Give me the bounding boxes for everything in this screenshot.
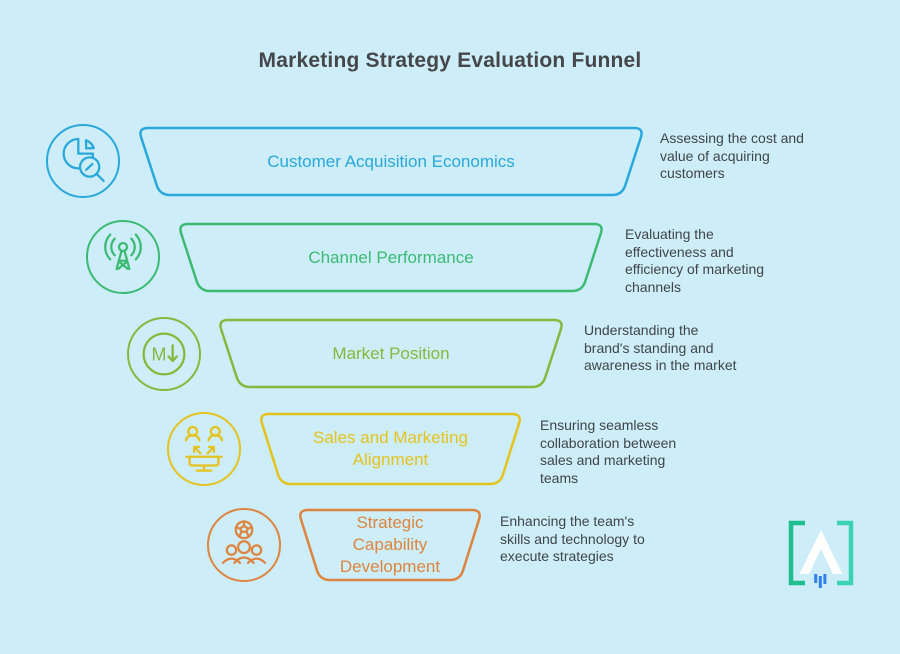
logo-bracket-left [788,520,805,586]
stage-4-description: Ensuring seamless collaboration between … [540,417,677,486]
stage-3-icon-circle: M [127,317,201,391]
stage-5-description: Enhancing the team's skills and technolo… [500,513,645,564]
stage-2-description: Evaluating the effectiveness and efficie… [625,226,765,295]
page-title: Marketing Strategy Evaluation Funnel [258,49,642,72]
stage-5-icon-circle [207,508,281,582]
stage-3-funnel-shape [219,318,563,389]
stage-2-funnel-shape [179,222,603,293]
people-monitor-arrows-icon [184,425,224,472]
stage-4-funnel-shape [260,412,521,486]
stage-1-title: Customer Acquisition Economics [267,151,515,171]
stage-1-icon-circle [46,124,120,198]
svg-text:M: M [151,345,166,365]
logo-letter-a [799,530,843,574]
stage-5-funnel-shape [299,508,481,582]
stage-4-title: Sales and Marketing Alignment [313,428,468,469]
stage-1-funnel-shape [139,126,643,197]
market-letter-down-arrow-icon: M [142,332,186,376]
broadcast-antenna-icon [104,233,142,271]
stage-3-description: Understanding the brand's standing and a… [584,322,737,373]
stage-2-icon-circle [86,220,160,294]
stage-4-icon-circle [167,412,241,486]
logo-bracket-right [837,520,854,586]
logo-bars [814,574,827,588]
stage-3-title: Market Position [332,343,450,363]
brand-logo [788,520,854,588]
stage-2-title: Channel Performance [308,247,474,267]
stage-5-title: Strategic Capability Development [339,513,441,576]
stage-1-description: Assessing the cost and value of acquirin… [660,130,804,181]
pie-chart-magnifier-icon [62,137,105,183]
team-with-ball-icon [221,520,267,564]
